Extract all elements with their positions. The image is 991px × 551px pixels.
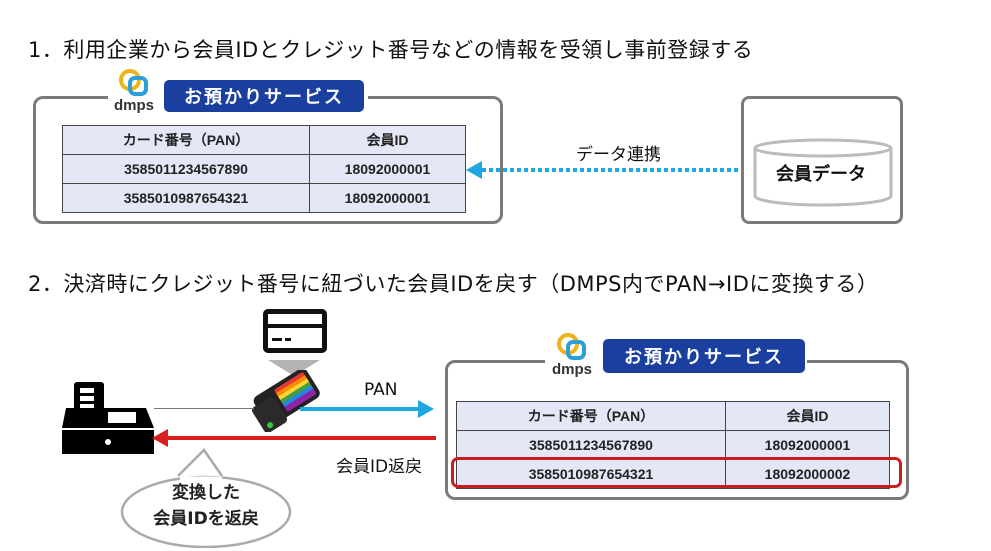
- logo-text: dmps: [113, 97, 154, 114]
- cell-pan: 3585010987654321: [456, 459, 726, 489]
- table-row: 3585011234567890 18092000001: [456, 430, 890, 460]
- member-table-1: カード番号（PAN） 会員ID 3585011234567890 1809200…: [62, 125, 466, 213]
- speech-bubble: [120, 448, 292, 548]
- header-member-id: 会員ID: [725, 401, 890, 431]
- card-insert-indicator: [268, 360, 320, 376]
- table-row: 3585011234567890 18092000001: [62, 154, 466, 184]
- payment-terminal-icon: [252, 370, 320, 432]
- cell-pan: 3585011234567890: [62, 154, 310, 184]
- dmps-logo-icon: [119, 69, 148, 96]
- bubble-line-2: 会員IDを返戻: [153, 509, 259, 529]
- cell-member-id: 18092000002: [725, 459, 890, 489]
- pan-label: PAN: [364, 380, 398, 400]
- table-header-row: カード番号（PAN） 会員ID: [456, 401, 890, 431]
- cell-member-id: 18092000001: [309, 154, 466, 184]
- table-row-highlighted: 3585010987654321 18092000002: [456, 459, 890, 489]
- service-badge-2: お預かりサービス: [603, 339, 805, 373]
- header-member-id: 会員ID: [309, 125, 466, 155]
- table-row: 3585010987654321 18092000001: [62, 183, 466, 213]
- pan-arrow: [300, 400, 434, 418]
- credit-card-icon: [263, 309, 327, 353]
- highlight-box: [451, 457, 902, 488]
- dmps-logo-2: dmps: [551, 332, 593, 377]
- dmps-logo-1: dmps: [113, 68, 155, 113]
- service-badge-1: お預かりサービス: [164, 80, 364, 112]
- data-link-arrow: [466, 161, 756, 179]
- section1-heading: 1．利用企業から会員IDとクレジット番号などの情報を受領し事前登録する: [28, 38, 754, 62]
- database-icon: [753, 138, 893, 207]
- database-label: 会員データ: [776, 164, 866, 185]
- register-cable: [154, 408, 254, 409]
- cell-member-id: 18092000001: [309, 183, 466, 213]
- section2-heading: 2．決済時にクレジット番号に紐づいた会員IDを戻す（DMPS内でPAN→IDに変…: [28, 272, 879, 296]
- dmps-logo-icon: [557, 333, 586, 360]
- logo-text: dmps: [551, 361, 592, 378]
- header-pan: カード番号（PAN）: [456, 401, 726, 431]
- cell-pan: 3585010987654321: [62, 183, 310, 213]
- return-label: 会員ID返戻: [336, 457, 423, 477]
- cash-register-icon: [62, 382, 154, 454]
- member-table-2: カード番号（PAN） 会員ID 3585011234567890 1809200…: [456, 401, 890, 489]
- cell-member-id: 18092000001: [725, 430, 890, 460]
- table-header-row: カード番号（PAN） 会員ID: [62, 125, 466, 155]
- return-arrow: [152, 429, 436, 447]
- header-pan: カード番号（PAN）: [62, 125, 310, 155]
- data-link-label: データ連携: [576, 145, 661, 165]
- bubble-line-1: 変換した: [172, 483, 240, 503]
- bubble-text: 変換した 会員IDを返戻: [128, 480, 284, 532]
- cell-pan: 3585011234567890: [456, 430, 726, 460]
